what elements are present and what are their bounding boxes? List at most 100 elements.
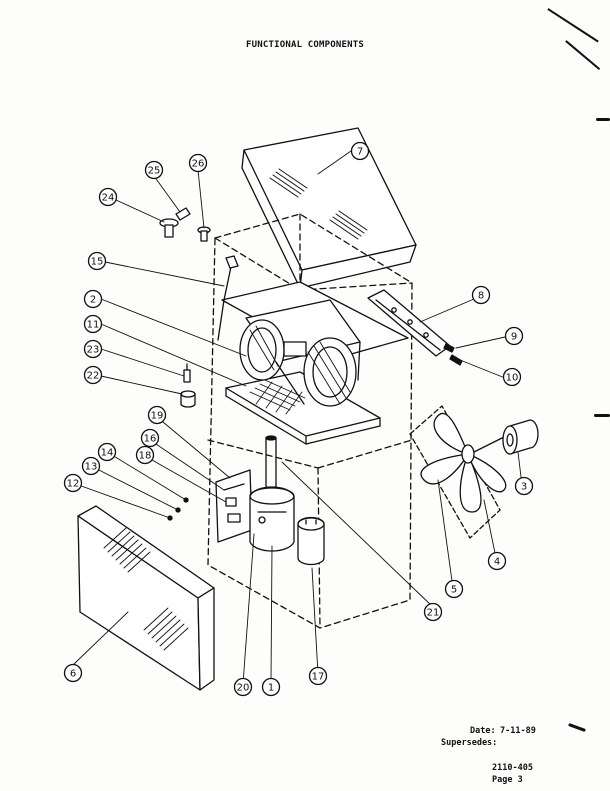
callout-25: 25 (144, 160, 164, 180)
callout-circle (63, 663, 83, 683)
callout-8: 8 (471, 285, 491, 305)
callout-22: 22 (83, 365, 103, 385)
callout-number: 12 (67, 479, 80, 490)
callout-6: 6 (63, 663, 83, 683)
control-box (215, 469, 253, 543)
callout-26: 26 (188, 153, 208, 173)
leader-lines (72, 150, 522, 685)
callout-circle (514, 476, 534, 496)
component-21 (265, 435, 277, 489)
fan-blade (420, 412, 507, 513)
callout-9: 9 (504, 326, 524, 346)
callout-circle (502, 367, 522, 387)
callout-number: 20 (237, 683, 250, 694)
supersedes-label: Supersedes: (441, 738, 498, 748)
callout-circle (140, 428, 160, 448)
fan-motor (473, 419, 539, 455)
callout-number: 25 (148, 166, 161, 177)
limit-switch-wire (217, 255, 239, 341)
date-label: Date: (470, 726, 496, 736)
callout-number: 1 (268, 683, 274, 694)
callout-7: 7 (350, 141, 370, 161)
callout-2: 2 (83, 289, 103, 309)
screws (167, 497, 189, 521)
callout-circle (444, 579, 464, 599)
callout-number: 5 (451, 585, 457, 596)
callout-circle (233, 677, 253, 697)
callout-12: 12 (63, 473, 83, 493)
callout-circle (487, 551, 507, 571)
run-capacitor (297, 516, 325, 566)
page-title: FUNCTIONAL COMPONENTS (246, 40, 364, 50)
callout-number: 18 (139, 451, 152, 462)
callout-1: 1 (261, 677, 281, 697)
sensor-23 (183, 363, 191, 383)
callout-number: 7 (357, 147, 363, 158)
callout-circle (423, 602, 443, 622)
callout-3: 3 (514, 476, 534, 496)
fitting-25 (175, 207, 191, 221)
top-cover-panel (241, 127, 417, 289)
callout-13: 13 (81, 456, 101, 476)
callout-circle (98, 187, 118, 207)
callout-number: 11 (87, 320, 100, 331)
callout-circle (81, 456, 101, 476)
callout-number: 23 (87, 345, 100, 356)
callout-19: 19 (147, 405, 167, 425)
date-value: 7-11-89 (500, 726, 536, 736)
callout-circle (83, 365, 103, 385)
callout-number: 15 (91, 257, 104, 268)
scan-mark-mid-2 (594, 414, 610, 417)
front-grille-panel (77, 505, 215, 691)
callout-16: 16 (140, 428, 160, 448)
fitting-26 (197, 226, 211, 242)
fitting-24 (159, 218, 179, 238)
callout-number: 26 (192, 159, 205, 170)
callout-circle (135, 445, 155, 465)
callout-circle (87, 251, 107, 271)
callout-number: 10 (506, 373, 519, 384)
page-number: Page 3 (492, 775, 523, 785)
document-number: 2110-405 (492, 763, 533, 773)
callout-21: 21 (423, 602, 443, 622)
callout-15: 15 (87, 251, 107, 271)
callout-17: 17 (308, 666, 328, 686)
callout-number: 6 (70, 669, 76, 680)
callout-circle (83, 314, 103, 334)
blower-filter-grid (249, 379, 306, 415)
callout-number: 24 (102, 193, 115, 204)
callout-circle (308, 666, 328, 686)
callout-number: 9 (511, 332, 517, 343)
callout-circle (144, 160, 164, 180)
compressor (249, 486, 295, 552)
callout-14: 14 (97, 442, 117, 462)
callout-number: 14 (101, 448, 114, 459)
callout-circle (147, 405, 167, 425)
callout-number: 21 (427, 608, 440, 619)
cabinet-frame (207, 213, 413, 629)
callout-circle (350, 141, 370, 161)
callout-circle (83, 339, 103, 359)
callout-circle (97, 442, 117, 462)
callout-5: 5 (444, 579, 464, 599)
control-bracket (367, 289, 463, 366)
callout-circle (63, 473, 83, 493)
callout-20: 20 (233, 677, 253, 697)
callout-number: 19 (151, 411, 164, 422)
callout-number: 16 (144, 434, 157, 445)
callout-23: 23 (83, 339, 103, 359)
callout-4: 4 (487, 551, 507, 571)
callout-number: 8 (478, 291, 484, 302)
callout-11: 11 (83, 314, 103, 334)
callout-number: 17 (312, 672, 325, 683)
callout-24: 24 (98, 187, 118, 207)
callout-circle (261, 677, 281, 697)
capacitor-22 (180, 390, 196, 408)
callout-number: 4 (494, 557, 500, 568)
condenser-coil (409, 405, 501, 539)
callout-circle (188, 153, 208, 173)
blower-assembly (239, 299, 361, 407)
callout-markers: 1234567891011121314151617181920212223242… (63, 141, 534, 697)
callout-number: 3 (521, 482, 527, 493)
